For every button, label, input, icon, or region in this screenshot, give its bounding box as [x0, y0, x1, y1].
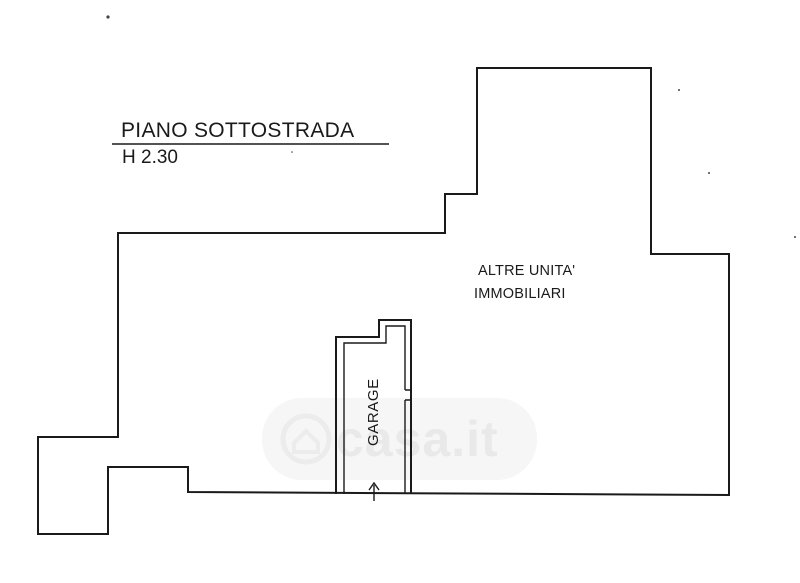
- level-title: PIANO SOTTOSTRADA: [121, 119, 354, 142]
- garage-label: GARAGE: [365, 378, 382, 446]
- watermark-text: casa.it: [336, 411, 499, 467]
- other-units-label-line1: ALTRE UNITA': [478, 263, 575, 279]
- other-units-label-line2: IMMOBILIARI: [474, 286, 566, 302]
- watermark-house-icon: [280, 413, 332, 465]
- outer-perimeter-wall: [37, 67, 730, 535]
- scan-specks: [106, 15, 796, 238]
- entrance-arrow-icon: [368, 481, 380, 501]
- ceiling-height: H 2.30: [122, 147, 178, 168]
- garage-wall: [335, 319, 412, 494]
- garage-side-notch: [405, 389, 411, 401]
- garage-inner-wall: [343, 325, 406, 494]
- watermark: casa.it: [262, 398, 537, 480]
